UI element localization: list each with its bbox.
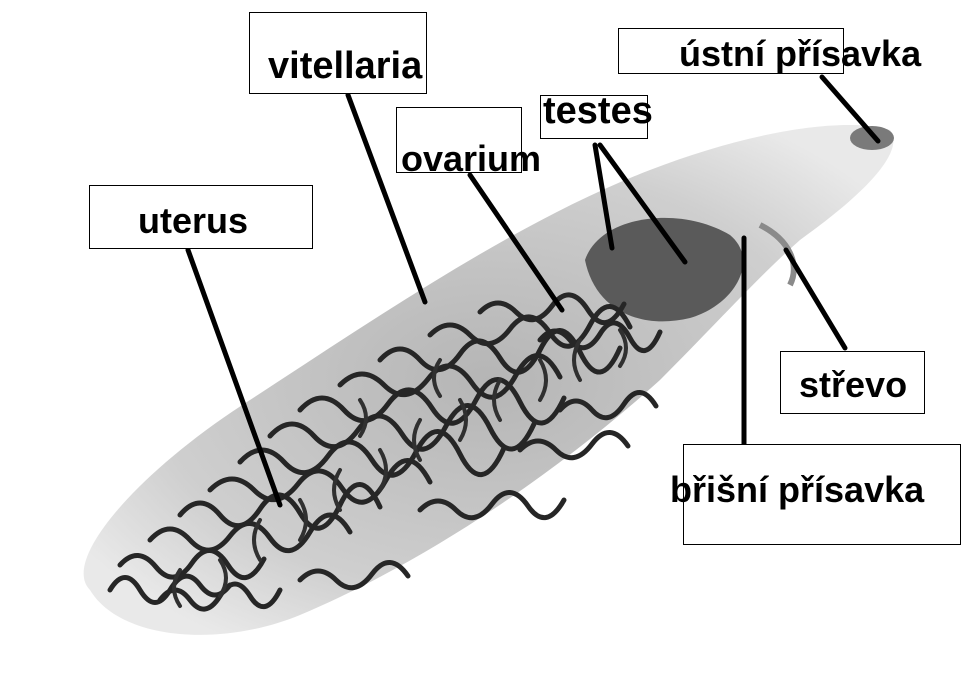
- label-testes-text: testes: [543, 90, 653, 133]
- label-uterus: uterus: [89, 185, 313, 249]
- label-vitellaria-text: vitellaria: [268, 45, 422, 88]
- label-uterus-text: uterus: [138, 200, 248, 242]
- label-testes: testes: [540, 95, 648, 139]
- label-brisni-prisavka: břišní přísavka: [683, 444, 961, 545]
- label-ustni-prisavka-text: ústní přísavka: [679, 33, 921, 75]
- label-ovarium: ovarium: [396, 107, 522, 173]
- oral-sucker-shape: [850, 126, 894, 150]
- pointer-strevo: [786, 250, 845, 348]
- label-strevo: střevo: [780, 351, 925, 414]
- label-ustni-prisavka: ústní přísavka: [618, 28, 844, 74]
- label-ovarium-text: ovarium: [401, 138, 541, 180]
- label-vitellaria: vitellaria: [249, 12, 427, 94]
- label-brisni-prisavka-text: břišní přísavka: [670, 469, 924, 511]
- label-strevo-text: střevo: [799, 364, 907, 406]
